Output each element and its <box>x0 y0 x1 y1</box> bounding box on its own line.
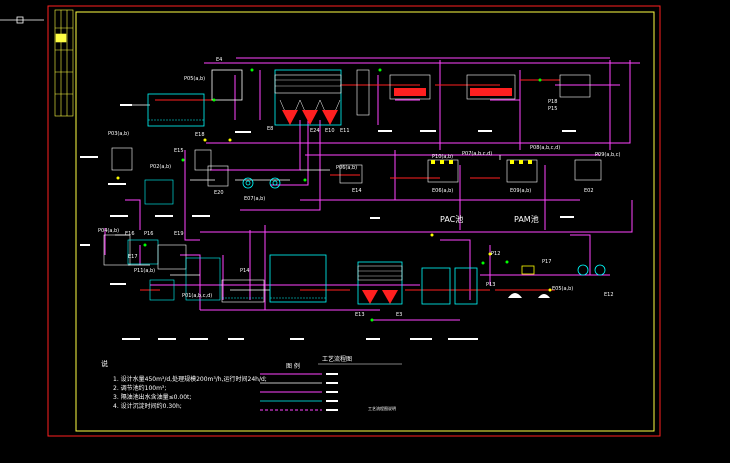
tank-e20 <box>207 165 229 187</box>
lower-flotation-unit <box>357 261 403 305</box>
tag-e15: E15 <box>174 148 184 154</box>
lower-hopper-2 <box>382 290 398 304</box>
tag-e07: E07(a,b) <box>244 196 265 202</box>
p15-tank <box>559 74 591 98</box>
tag-e10: E10 <box>325 128 335 134</box>
influent-tank <box>147 93 205 127</box>
red-tank-2 <box>466 74 516 100</box>
pump-e07 <box>242 177 281 189</box>
red-pipes <box>140 79 560 291</box>
tag-p17: P17 <box>542 259 551 265</box>
caption-marks <box>80 104 576 340</box>
yellow-unit <box>521 265 535 275</box>
tag-e20: E20 <box>214 190 224 196</box>
tag-p11: P11(a,b) <box>134 268 155 274</box>
tag-p16: P16 <box>144 231 153 237</box>
tag-p12: P12 <box>491 251 500 257</box>
flotation-unit <box>274 69 342 126</box>
tag-p14: P14 <box>240 268 249 274</box>
legend: 图 例 <box>260 362 338 411</box>
flotation-cover <box>274 74 342 94</box>
drawing-caption: 工艺流程图说明 <box>368 405 396 411</box>
legend-title: 图 例 <box>286 362 300 370</box>
equipment <box>103 69 606 305</box>
tag-e16: E16 <box>125 231 135 237</box>
tag-e24: E24 <box>310 128 320 134</box>
tag-p02: P02(a,b) <box>150 164 171 170</box>
notes-block: 说 1. 设计水量450m³/d,处理规模200m³/h,运行时间24h/d; … <box>101 359 267 410</box>
tag-e8: E8 <box>267 126 273 132</box>
binding-strip <box>54 9 74 117</box>
red-tank-1 <box>389 74 431 100</box>
sludge-pile <box>508 293 522 298</box>
tag-e02: E02 <box>584 188 594 194</box>
tag-e11: E11 <box>340 128 350 134</box>
dosing-tank-p03 <box>111 147 133 171</box>
valves <box>143 68 542 322</box>
e4-tank <box>211 69 243 101</box>
tank-e3 <box>421 267 451 305</box>
tag-p09: P09(a,b,c) <box>595 152 620 158</box>
dosing-tank-p02 <box>144 179 174 205</box>
outer-frame <box>47 5 661 437</box>
tag-p15: P15 <box>548 106 557 112</box>
tank-p04 <box>103 234 131 266</box>
pipelines <box>104 57 640 321</box>
tank-e19 <box>157 244 187 270</box>
lower-hopper-1 <box>362 290 378 304</box>
sedimentation-tank <box>269 254 327 303</box>
pump-e12 <box>577 264 606 276</box>
tag-e13: E13 <box>355 312 365 318</box>
tag-e06: E06(a,b) <box>432 188 453 194</box>
tag-e14: E14 <box>352 188 362 194</box>
zone-label-pam: PAM池 <box>514 214 539 224</box>
tank-p08 <box>339 164 363 184</box>
tag-e3: E3 <box>396 312 402 318</box>
origin-marker <box>0 16 44 24</box>
tag-p04: P04(a,b) <box>98 228 119 234</box>
note-4: 4. 设计沉淀时间约0.30h; <box>113 402 182 410</box>
tag-p10: P10(a,b) <box>432 154 453 160</box>
tank-e15 <box>194 149 212 171</box>
tag-p05: P05(a,b) <box>184 76 205 82</box>
tag-e17: E17 <box>128 254 138 260</box>
notes-heading: 说 <box>101 359 108 368</box>
tank-p01 <box>185 257 221 301</box>
flotation-hopper-3 <box>322 110 338 125</box>
inner-frame <box>75 11 655 432</box>
tag-p01: P01(a,b,c,d) <box>182 293 212 299</box>
tank-p16 <box>127 239 159 265</box>
note-1: 1. 设计水量450m³/d,处理规模200m³/h,运行时间24h/d; <box>113 375 267 383</box>
flotation-hopper-1 <box>282 110 298 125</box>
flotation-hopper-2 <box>302 110 318 125</box>
tank-p11 <box>149 279 175 301</box>
tag-e05: E05(a,b) <box>552 286 573 292</box>
zone-label-pac: PAC池 <box>440 214 463 224</box>
tag-e19: E19 <box>174 231 184 237</box>
tag-p18: P18 <box>548 99 557 105</box>
tag-p03: P03(a,b) <box>108 131 129 137</box>
tag-e09: E09(a,b) <box>510 188 531 194</box>
drawing-title: 工艺流程图 <box>322 355 352 363</box>
tag-p13: P13 <box>486 282 495 288</box>
tag-p08: P08(a,b,c,d) <box>530 145 560 151</box>
valves-yellow <box>116 138 552 292</box>
note-3: 3. 隔油池出水含油量≤0.00t; <box>113 393 191 401</box>
tank-p06 <box>574 159 602 181</box>
tank-p12 <box>454 267 478 305</box>
equipment-tags: E4 P05(a,b) P03(a,b) E18 E15 E8 E24 E10 … <box>98 57 620 318</box>
tag-e4: E4 <box>216 57 222 63</box>
note-2: 2. 调节池约100m³; <box>113 384 166 392</box>
tag-e18: E18 <box>195 132 205 138</box>
tag-p07: P07(a,b,c,d) <box>462 151 492 157</box>
tag-p06: P06(a,b) <box>336 165 357 171</box>
tag-e12: E12 <box>604 292 614 298</box>
column <box>356 69 370 116</box>
tank-p14 <box>221 279 265 303</box>
